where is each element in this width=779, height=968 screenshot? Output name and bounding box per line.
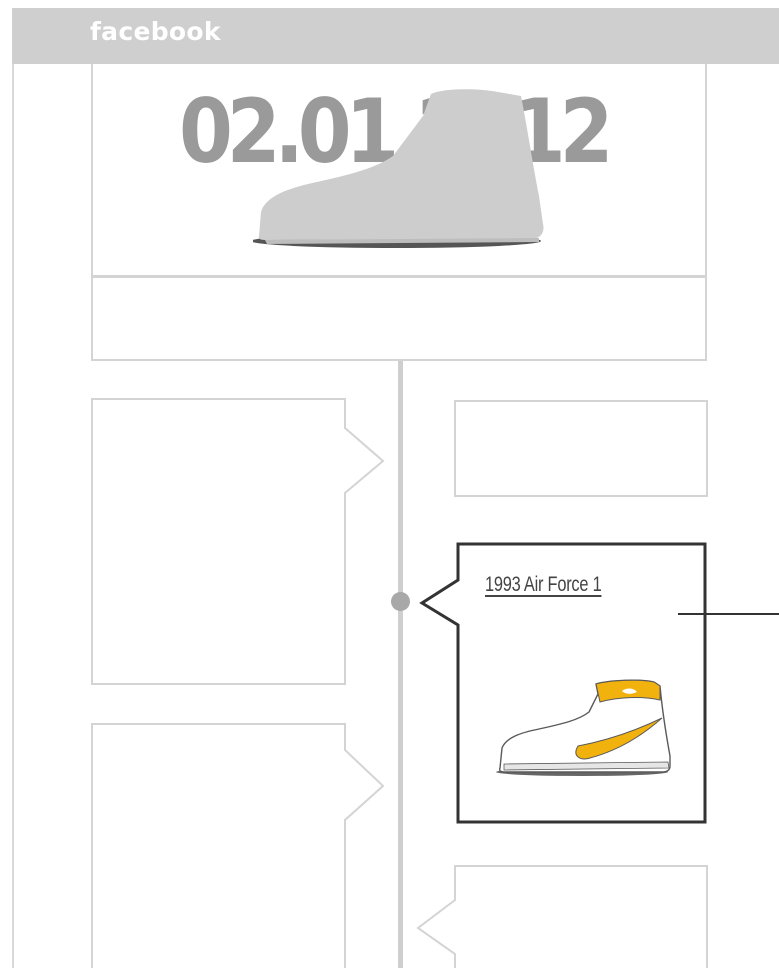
- featured-post-title[interactable]: 1993 Air Force 1: [485, 573, 601, 597]
- timeline-dot[interactable]: [391, 592, 410, 611]
- post-left-1[interactable]: [92, 399, 383, 684]
- featured-sneaker-image: [494, 676, 674, 781]
- post-right-1[interactable]: [455, 401, 707, 496]
- callout-line: [678, 613, 779, 615]
- post-left-2[interactable]: [92, 724, 383, 968]
- post-right-3[interactable]: [418, 866, 707, 968]
